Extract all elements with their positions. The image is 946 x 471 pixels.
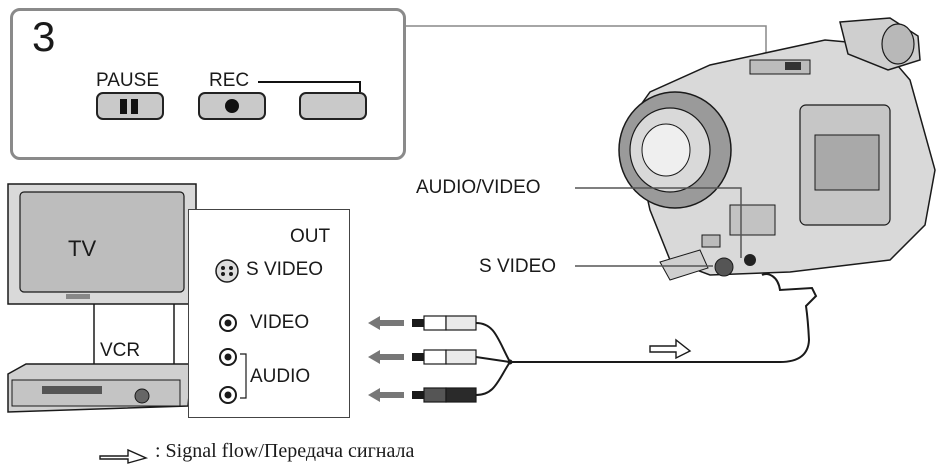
rec-bracket: [258, 81, 361, 92]
tv-set: [7, 183, 197, 305]
out-title: OUT: [290, 226, 331, 247]
signal-cable: [368, 273, 818, 403]
legend-caption: : Signal flow/Передача сигнала: [155, 440, 415, 462]
rec-label: REC: [209, 70, 250, 91]
audio-bracket: [240, 353, 247, 399]
record-dot-icon: [225, 99, 239, 113]
video-jack-icon: [219, 314, 237, 332]
camera-leader-lines: [575, 187, 742, 267]
pause-label: PAUSE: [96, 70, 160, 91]
tv-label: TV: [68, 236, 97, 261]
audio-plug-white: [412, 349, 477, 365]
rec-button[interactable]: [198, 92, 266, 120]
step-number: 3: [32, 13, 56, 60]
audio-video-jack-label: AUDIO/VIDEO: [416, 177, 541, 198]
record-companion-button[interactable]: [299, 92, 367, 120]
out-video-label: VIDEO: [250, 312, 310, 333]
tv-stand: [93, 304, 175, 364]
s-video-jack-label: S VIDEO: [479, 256, 557, 277]
audio-jack-left-icon: [219, 348, 237, 366]
signal-flow-arrow: [649, 338, 692, 360]
audio-flow-arrow-2: [368, 388, 404, 402]
out-s-video-label: S VIDEO: [246, 259, 324, 280]
audio-plug-red: [412, 387, 477, 403]
out-audio-label: AUDIO: [250, 366, 311, 387]
video-plug: [412, 315, 477, 331]
step-panel: [10, 8, 406, 160]
pause-icon: [120, 99, 138, 114]
vcr-label: VCR: [100, 340, 141, 361]
camcorder: [618, 17, 936, 281]
pause-button[interactable]: [96, 92, 164, 120]
vcr-device: [7, 363, 193, 413]
audio-jack-right-icon: [219, 386, 237, 404]
out-panel: [188, 209, 350, 418]
s-video-jack-icon: [215, 259, 239, 283]
video-flow-arrow: [368, 316, 404, 330]
legend-flow-arrow-icon: [99, 448, 149, 464]
audio-flow-arrow-1: [368, 350, 404, 364]
